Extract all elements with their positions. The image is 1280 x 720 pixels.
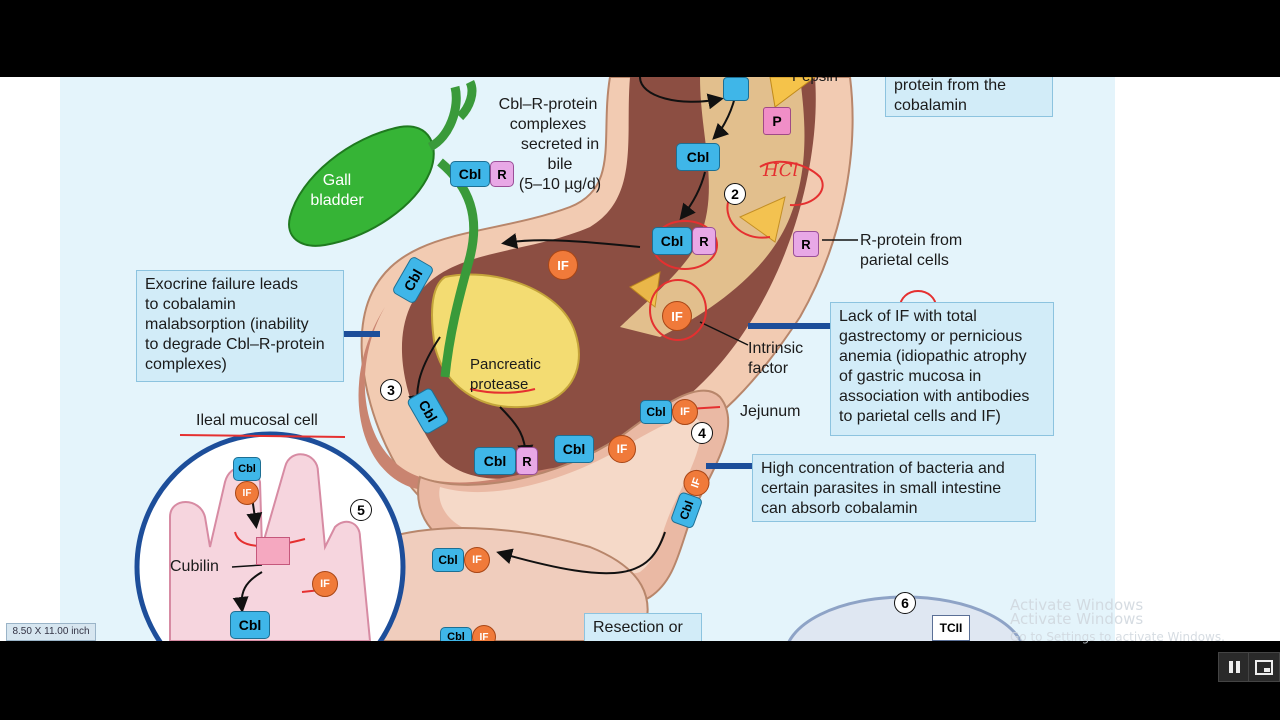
bile-duct [427, 79, 479, 378]
step-5: 5 [350, 499, 372, 521]
intrinsic-factor-label: Intrinsic factor [748, 340, 804, 377]
pancreas [431, 273, 580, 409]
pepsin-label: Pepsin [792, 77, 838, 87]
resection-box: Resection or [584, 613, 702, 641]
activate-windows-watermark: Activate Windows Activate Windows Go to … [1010, 596, 1225, 644]
picture-in-picture-button[interactable] [1248, 652, 1280, 682]
lack-of-if-box: Lack of IF with total gastrectomy or per… [830, 302, 1054, 436]
cbl-if-complex-ileum-lower: Cbl IF [440, 625, 496, 641]
cbl-tag-stomach: Cbl [676, 143, 720, 171]
r-protein-label: R-protein from parietal cells [860, 232, 963, 269]
cbl-r-complex-stomach: Cbl R [652, 227, 716, 255]
cbl-r-complex-bile: Cbl R [450, 161, 514, 187]
letterbox-top [0, 0, 1280, 77]
jejunum-lumen [439, 417, 701, 574]
handwritten-hcl: HCl [763, 160, 799, 181]
cbl-r-complex-jejunum: Cbl R [474, 447, 538, 475]
cbl-tag-cell: Cbl [230, 611, 270, 639]
p-tag: P [763, 107, 791, 135]
top-right-note: protein from the cobalamin [885, 77, 1053, 117]
cbl-if-complex-cell: Cbl IF [233, 457, 261, 505]
cubilin-receptor [256, 537, 290, 565]
slide-frame: P Cbl Cbl R R Cbl R IF IF Cbl Cbl Cbl R … [0, 77, 1280, 641]
cbl-if-complex-jejunum-2: Cbl IF [640, 399, 698, 425]
player-control-bar [0, 641, 1280, 720]
step-2: 2 [724, 183, 746, 205]
pancreatic-protease-label: Pancreatic protease [470, 356, 541, 393]
pip-icon [1255, 659, 1273, 675]
jejunum-label: Jejunum [740, 403, 801, 420]
step-6: 6 [894, 592, 916, 614]
gall-bladder [288, 125, 435, 247]
cbl-if-complex-ileum: Cbl IF [432, 547, 490, 573]
cbl-if-complex-jejunum-1: Cbl IF [554, 435, 636, 463]
page-size-indicator: 8.50 X 11.00 inch [6, 623, 96, 641]
cbl-tag-top [723, 77, 749, 101]
pause-button[interactable] [1218, 652, 1250, 682]
step-4: 4 [691, 422, 713, 444]
gastric-mucosa [620, 77, 805, 337]
tcii-tag: TCII [932, 615, 970, 641]
r-protein-tag: R [793, 231, 819, 257]
gall-bladder-label: Gall bladder [310, 172, 364, 209]
if-tag-stomach: IF [548, 250, 578, 280]
pause-icon [1228, 661, 1240, 673]
if-tag-cell: IF [312, 571, 338, 597]
if-tag-intrinsic: IF [662, 301, 692, 331]
top-right-note-line-2: cobalamin [894, 97, 967, 114]
exocrine-failure-box: Exocrine failure leads to cobalamin mala… [136, 270, 344, 382]
step-3: 3 [380, 379, 402, 401]
bacteria-box: High concentration of bacteria and certa… [752, 454, 1036, 522]
top-right-note-line-1: protein from the [894, 77, 1007, 94]
bile-caption: Cbl–R-protein complexes secreted in bile… [498, 96, 602, 193]
cubilin-label: Cubilin [170, 558, 219, 575]
ileal-mucosal-cell-label: Ileal mucosal cell [196, 412, 318, 429]
